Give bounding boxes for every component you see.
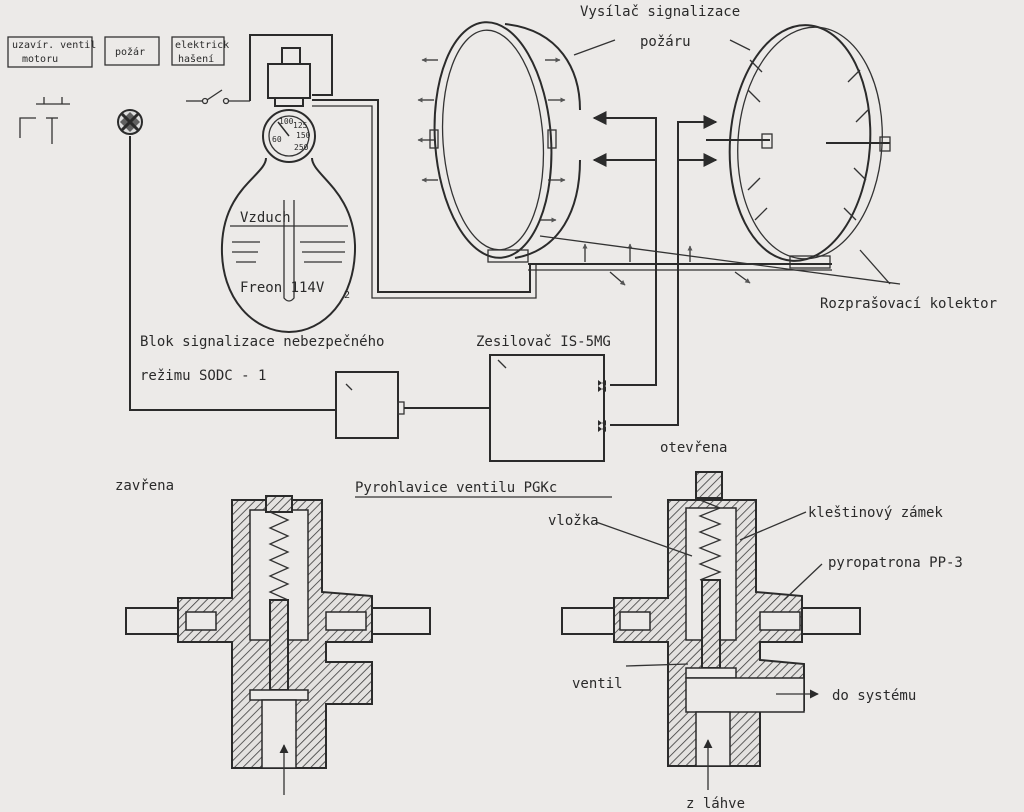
transmitter-label-2: požáru xyxy=(640,34,691,50)
signal-wire-1 xyxy=(592,111,657,386)
switch-box-fire: požár xyxy=(104,36,160,66)
signal-block-label-2: režimu SODC - 1 xyxy=(140,368,266,384)
gauge-tick-250: 250 xyxy=(294,143,309,152)
amplifier-box xyxy=(489,354,606,462)
to-system-label: do systému xyxy=(832,688,916,704)
signal-block-box xyxy=(335,371,405,439)
section-title: Pyrohlavice ventilu PGKc xyxy=(355,480,557,496)
switch-box-valve-motor: uzavír. ventil motoru xyxy=(7,36,96,68)
spray-collector-ring-right xyxy=(706,24,891,269)
from-bottle-label: z láhve xyxy=(686,796,745,812)
valve-open-section xyxy=(561,471,861,790)
opened-label: otevřena xyxy=(660,440,727,456)
switch-extinguish-label-1: elektrick xyxy=(175,40,229,51)
gauge-tick-60: 60 xyxy=(272,135,282,144)
fire-indicator-lamp-icon xyxy=(117,109,143,135)
collet-lock-label: kleštinový zámek xyxy=(808,505,943,521)
gauge-tick-125: 125 xyxy=(293,121,308,130)
freon-label: Freon 114V xyxy=(240,280,325,296)
wire-lamp-to-block xyxy=(129,136,336,411)
gauge-tick-150: 150 xyxy=(296,131,311,140)
switch-symbol-extinguish xyxy=(186,89,250,105)
switch-box-extinguish: elektrick hašení xyxy=(171,36,229,66)
signal-block-label-1: Blok signalizace nebezpečného xyxy=(140,334,384,350)
gauge-tick-100: 100 xyxy=(279,117,294,126)
signal-wire-2 xyxy=(610,115,718,426)
freon-subscript: 2 xyxy=(344,290,350,301)
insert-label: vložka xyxy=(548,513,599,529)
spray-collector-label: Rozprašovací kolektor xyxy=(820,296,997,312)
switch-extinguish-label-2: hašení xyxy=(178,53,214,65)
switch-fire-label: požár xyxy=(115,46,145,58)
freon-bottle: 100 125 60 150 250 Vzduch Freon 114V 2 xyxy=(220,34,357,334)
valve-label: ventil xyxy=(572,676,623,692)
fire-detector-ring-left xyxy=(417,21,581,263)
pipe-bottle-to-collector xyxy=(312,99,531,293)
air-label: Vzduch xyxy=(240,210,291,226)
amplifier-label: Zesilovač IS-5MG xyxy=(476,334,611,350)
valve-closed-section xyxy=(125,495,431,795)
switch-symbol-left xyxy=(19,97,70,144)
switch-valve-motor-label-2: motoru xyxy=(22,54,58,65)
closed-label: zavřena xyxy=(115,478,174,494)
transmitter-label-1: Vysílač signalizace xyxy=(580,4,740,20)
pyro-cartridge-label: pyropatrona PP-3 xyxy=(828,555,963,571)
switch-valve-motor-label-1: uzavír. ventil xyxy=(12,39,96,51)
